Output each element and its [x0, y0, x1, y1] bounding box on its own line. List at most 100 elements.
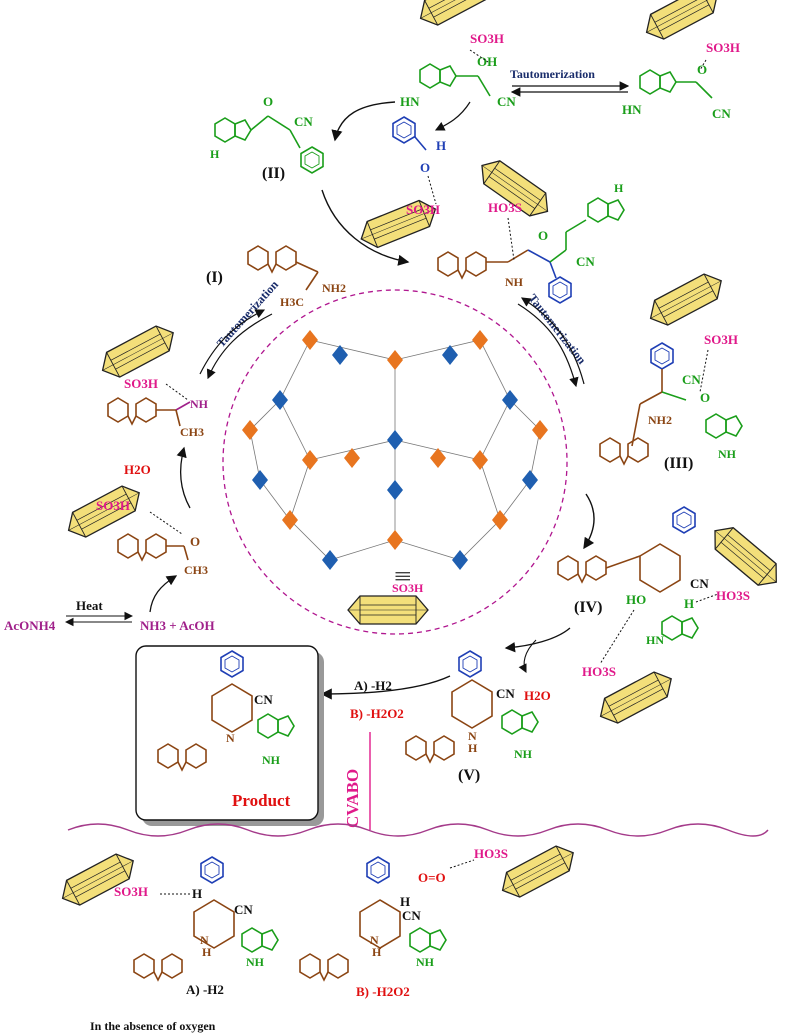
ho3s-label-bottom: HO3S	[474, 846, 508, 861]
benzaldehyde-bond	[414, 136, 427, 151]
phenyl-bottom-left	[200, 856, 224, 884]
product-box	[135, 645, 319, 821]
hbond-adduct	[507, 217, 515, 261]
ch3-label-ketone: CH3	[184, 563, 208, 577]
cn-label-top: CN	[497, 94, 516, 109]
nh-label-bottom-left: NH	[246, 955, 265, 969]
indole-v	[501, 709, 539, 735]
ho-label-iv: HO	[626, 592, 646, 607]
tautomerization-left-arrow-1	[206, 313, 273, 380]
ketone-bond-2	[183, 545, 189, 561]
nh-label-bottom-mid: NH	[416, 955, 435, 969]
arrow-ii-to-adduct	[321, 189, 410, 266]
indole-iv	[661, 615, 699, 641]
nh-label-ii: H	[210, 147, 220, 161]
nh-label-imine: NH	[190, 397, 209, 411]
cn-label-bottom-left: CN	[234, 902, 253, 917]
i-bond-1	[295, 261, 319, 273]
nh-label-iii: NH	[718, 447, 737, 461]
ho3s-label-iv-right: HO3S	[716, 588, 750, 603]
intermediate-ii-structure	[214, 115, 301, 149]
tautomerization-left-arrow-2	[199, 309, 266, 375]
arrow-water-release-iv	[518, 639, 537, 673]
phenyl-ii	[300, 146, 324, 174]
o-label-iii: O	[700, 390, 710, 405]
so3h-label-left-upper: SO3H	[124, 376, 158, 391]
dibenzofuran-iv	[557, 555, 607, 583]
adduct-bond-3	[527, 249, 551, 263]
h-label-aldehyde: H	[436, 138, 446, 153]
catalyst-crystal-top-right	[639, 0, 725, 46]
n-label-product: N	[226, 731, 235, 745]
cn-label-iii: CN	[682, 372, 701, 387]
intermediate-i-label: (I)	[206, 269, 223, 286]
o-label-aldehyde: O	[420, 160, 430, 175]
ring-v	[451, 679, 493, 729]
enol-indole-top	[419, 63, 491, 97]
h-label-adduct-indole: H	[614, 181, 624, 195]
hbond-top-right	[699, 59, 707, 71]
hn-label-top-right: HN	[622, 102, 642, 117]
benzaldehyde-ring	[392, 116, 416, 144]
hbond-right-upper	[699, 349, 709, 393]
so3h-label-mid: SO3H	[406, 202, 440, 217]
indole-adduct	[587, 197, 625, 223]
dibenzofuran-adduct	[437, 251, 487, 279]
dibenzofuran-i	[247, 245, 297, 273]
hbond-iv-right	[695, 593, 719, 603]
hn-label-top: HN	[400, 94, 420, 109]
catalyst-dashed-ring	[222, 289, 568, 635]
catalyst-crystal-left-upper	[95, 319, 181, 384]
intermediate-ii-label: (II)	[262, 165, 285, 182]
iii-bond-4	[631, 403, 641, 447]
hbond-aldehyde	[427, 175, 437, 205]
ring-iv	[639, 543, 681, 593]
nh-label-product: NH	[262, 753, 281, 767]
nh-label-bottom-left-n: N	[200, 933, 209, 947]
cn-label-bottom-mid: CN	[402, 908, 421, 923]
i-bond-2	[305, 271, 319, 291]
tautomerization-right-arrow-1	[517, 303, 579, 388]
dibenzofuran-ketone	[117, 533, 167, 561]
indole-bottom-mid	[409, 927, 447, 953]
catalyst-crystal-center	[347, 595, 429, 625]
nh-label-adduct: NH	[505, 275, 524, 289]
cn-label-v: CN	[496, 686, 515, 701]
hbond-bottom-mid	[449, 859, 475, 869]
catalyst-crystal-right-upper	[643, 267, 729, 332]
dibenzofuran-bottom-left	[133, 953, 183, 981]
dibenzofuran-iii	[599, 437, 649, 465]
adduct-bond-4	[549, 261, 557, 279]
arrow-nh3-to-ketone	[149, 575, 178, 613]
so3h-label-top-left: SO3H	[470, 31, 504, 46]
phenyl-bottom-mid	[366, 856, 390, 884]
h2o-label-right: H2O	[524, 688, 551, 703]
cn-label-iv: CN	[690, 576, 709, 591]
aconh4-label: AcONH4	[4, 618, 56, 633]
h-label-bottom-mid: H	[400, 894, 410, 909]
ho3s-label-adduct: HO3S	[488, 200, 522, 215]
catalyst-crystal-bottom-right	[495, 839, 581, 904]
tautomerization-right-arrow-2	[520, 297, 585, 385]
dibenzofuran-imine	[107, 397, 157, 425]
ring-bottom-mid	[359, 899, 401, 949]
so3h-label-bottom-left: SO3H	[114, 884, 148, 899]
phenyl-adduct	[548, 276, 572, 304]
h2o-label-left: H2O	[124, 462, 151, 477]
adduct-bond-7	[565, 219, 587, 233]
hbond-left-lower	[149, 511, 183, 535]
absence-oxygen-label: In the absence of oxygen	[90, 1019, 216, 1033]
path-b-label: B) -H2O2	[350, 706, 404, 721]
adduct-bond-5	[549, 249, 567, 263]
wavy-divider	[67, 823, 769, 837]
tautomerization-top-label: Tautomerization	[510, 67, 595, 81]
ch3-label-imine: CH3	[180, 425, 204, 439]
h-label-v: H	[468, 741, 478, 755]
h-label-iv: H	[684, 596, 694, 611]
adduct-bond-2	[507, 249, 529, 263]
catalyst-crystal-top-left	[413, 0, 499, 32]
catalyst-crystal-bottom-left	[55, 847, 141, 912]
pyridine-product	[211, 683, 253, 733]
keto-indole-top-right	[639, 69, 713, 99]
